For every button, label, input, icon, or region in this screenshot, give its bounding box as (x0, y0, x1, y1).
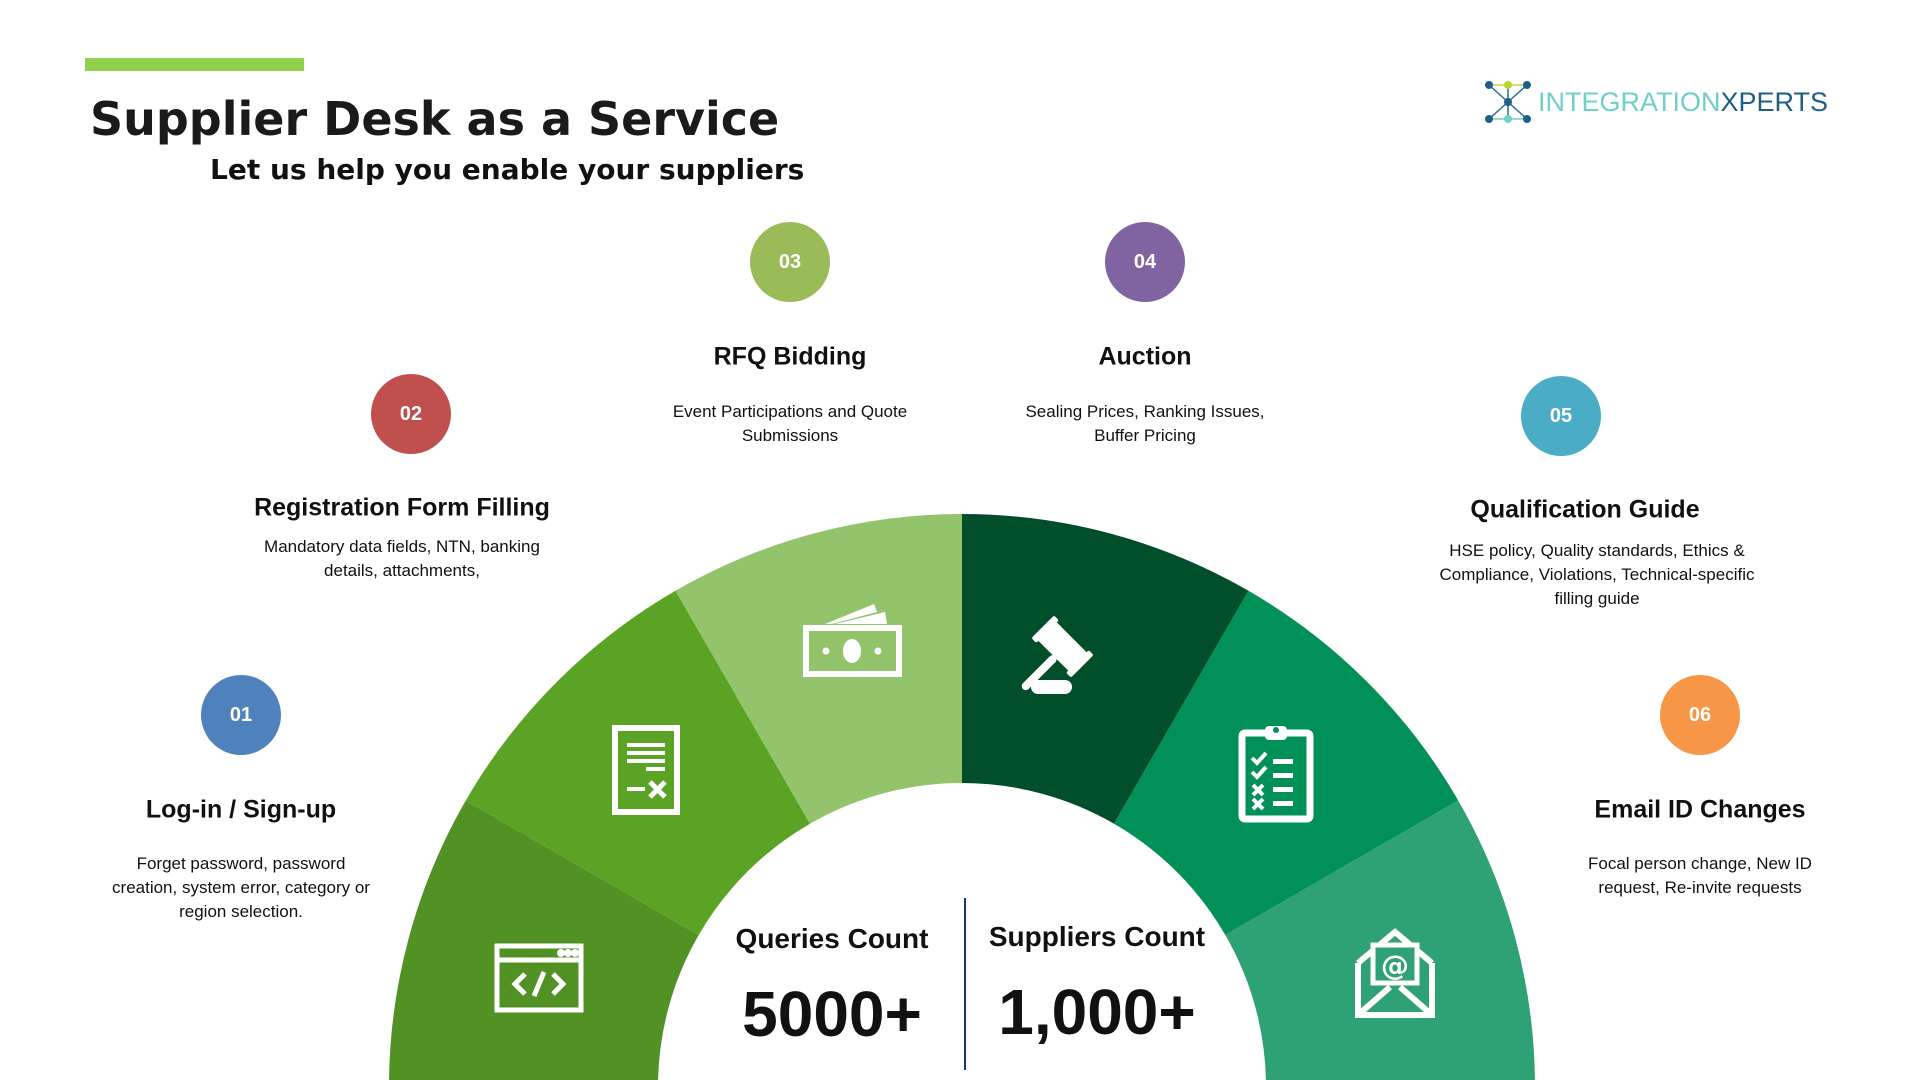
segment-03 (675, 514, 962, 824)
step-desc-qualification: HSE policy, Quality standards, Ethics &C… (1439, 541, 1755, 608)
step-number-05: 05 (1521, 376, 1601, 456)
step-title-qualification: Qualification Guide (1470, 495, 1700, 524)
stats-divider (964, 898, 966, 1070)
company-logo: INTEGRATIONXPERTS (1484, 80, 1828, 124)
step-number-02: 02 (371, 374, 451, 454)
step-number-03: 03 (750, 222, 830, 302)
step-number-06: 06 (1660, 675, 1740, 755)
segment-04 (962, 514, 1249, 824)
code-window-icon (494, 943, 584, 1013)
gavel-icon (1021, 616, 1093, 694)
logo-text-integration: INTEGRATION (1538, 86, 1721, 117)
network-logo-icon (1485, 81, 1531, 123)
segment-01 (389, 800, 699, 1080)
page-title: Supplier Desk as a Service (90, 92, 780, 146)
step-number-01: 01 (201, 675, 281, 755)
document-form-icon (612, 725, 680, 815)
queries-count-value: 5000+ (742, 978, 922, 1050)
step-title-email: Email ID Changes (1594, 795, 1806, 824)
suppliers-count-value: 1,000+ (998, 976, 1196, 1048)
page-subtitle: Let us help you enable your suppliers (210, 153, 805, 186)
step-title-rfq: RFQ Bidding (713, 342, 867, 371)
suppliers-count-label: Suppliers Count (988, 921, 1206, 952)
accent-bar (85, 58, 304, 71)
email-envelope-icon: @ (1355, 928, 1435, 1018)
clipboard-checklist-icon (1238, 726, 1314, 823)
money-icon (803, 604, 902, 677)
queries-count-label: Queries Count (735, 923, 929, 954)
logo-text-xperts: XPERTS (1720, 86, 1829, 117)
step-title-auction: Auction (1098, 342, 1192, 371)
step-number-04: 04 (1105, 222, 1185, 302)
step-desc-auction: Sealing Prices, Ranking Issues,Buffer Pr… (1025, 402, 1265, 445)
step-title-login: Log-in / Sign-up (145, 795, 337, 824)
segment-06 (1225, 800, 1535, 1080)
step-title-registration: Registration Form Filling (254, 493, 550, 522)
svg-text:@: @ (1381, 949, 1409, 982)
